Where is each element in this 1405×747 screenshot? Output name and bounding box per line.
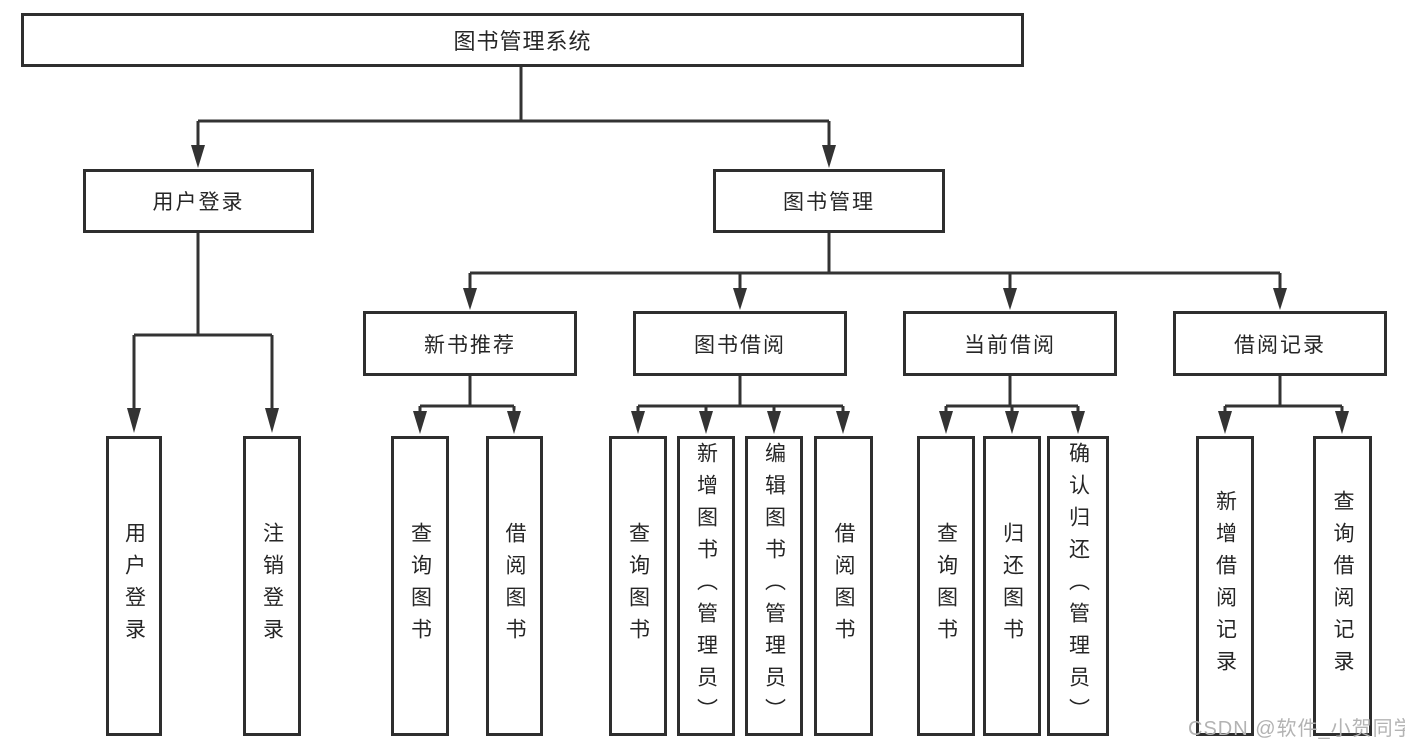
node-leaf-records-query-record: 查询借阅记录 <box>1313 436 1372 736</box>
node-borrowing-records: 借阅记录 <box>1173 311 1387 376</box>
node-leaf-newbook-query-books-label: 查询图书 <box>408 522 432 650</box>
node-leaf-newbook-borrow-books-label: 借阅图书 <box>503 522 526 650</box>
node-borrowing-records-label: 借阅记录 <box>1234 333 1326 357</box>
node-leaf-current-query-books-label: 查询图书 <box>934 522 958 650</box>
node-leaf-current-confirm-return-admin: 确认归还（管理员） <box>1047 436 1109 736</box>
node-leaf-current-query-books: 查询图书 <box>917 436 975 736</box>
node-leaf-borrow-add-books-admin: 新增图书（管理员） <box>677 436 735 736</box>
node-book-management-label: 图书管理 <box>783 191 875 214</box>
node-book-borrowing-label: 图书借阅 <box>694 333 786 357</box>
node-book-borrowing: 图书借阅 <box>633 311 847 376</box>
watermark: CSDN @软件_小贺同学 <box>1188 718 1405 740</box>
node-leaf-borrow-query-books-label: 查询图书 <box>626 522 650 650</box>
node-current-borrowing-label: 当前借阅 <box>964 333 1056 357</box>
node-book-management: 图书管理 <box>713 169 945 233</box>
node-leaf-logout: 注销登录 <box>243 436 301 736</box>
node-user-login: 用户登录 <box>83 169 314 233</box>
node-root-label: 图书管理系统 <box>453 29 592 54</box>
node-new-book-recommend: 新书推荐 <box>363 311 577 376</box>
node-leaf-borrow-query-books: 查询图书 <box>609 436 667 736</box>
node-user-login-label: 用户登录 <box>152 191 245 214</box>
node-root: 图书管理系统 <box>21 13 1024 67</box>
node-leaf-borrow-borrow-books-label: 借阅图书 <box>832 522 855 650</box>
node-leaf-logout-label: 注销登录 <box>260 522 284 650</box>
node-leaf-current-confirm-return-admin-label: 确认归还（管理员） <box>1066 442 1090 730</box>
node-leaf-records-add-record-label: 新增借阅记录 <box>1213 490 1237 682</box>
node-new-book-recommend-label: 新书推荐 <box>424 333 516 357</box>
node-leaf-borrow-edit-books-admin: 编辑图书（管理员） <box>745 436 803 736</box>
node-current-borrowing: 当前借阅 <box>903 311 1117 376</box>
node-leaf-user-login-label: 用户登录 <box>122 522 146 650</box>
node-leaf-records-query-record-label: 查询借阅记录 <box>1331 490 1354 682</box>
node-leaf-borrow-add-books-admin-label: 新增图书（管理员） <box>694 442 718 730</box>
node-leaf-user-login: 用户登录 <box>106 436 162 736</box>
node-leaf-borrow-edit-books-admin-label: 编辑图书（管理员） <box>762 442 786 730</box>
node-leaf-newbook-borrow-books: 借阅图书 <box>486 436 543 736</box>
node-leaf-newbook-query-books: 查询图书 <box>391 436 449 736</box>
node-leaf-current-return-books-label: 归还图书 <box>1000 522 1024 650</box>
node-leaf-borrow-borrow-books: 借阅图书 <box>814 436 873 736</box>
node-leaf-current-return-books: 归还图书 <box>983 436 1041 736</box>
node-leaf-records-add-record: 新增借阅记录 <box>1196 436 1254 736</box>
